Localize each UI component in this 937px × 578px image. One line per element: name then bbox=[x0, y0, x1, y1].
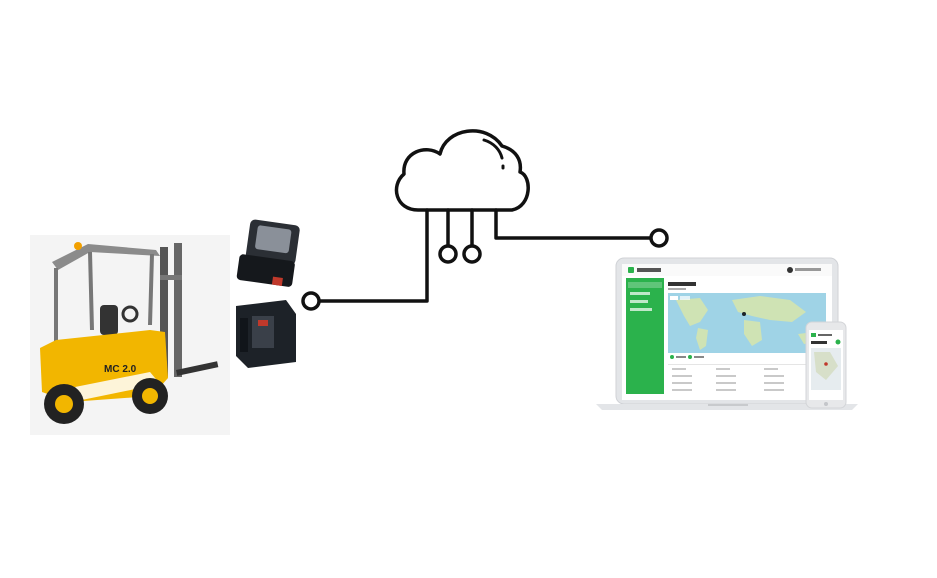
page-subtitle-placeholder bbox=[668, 288, 686, 290]
telematics-devices bbox=[236, 219, 300, 368]
map-landmass-eurasia bbox=[732, 296, 806, 322]
phone-app-wordmark bbox=[818, 334, 832, 336]
app-header bbox=[622, 264, 832, 276]
phone-map-marker bbox=[824, 362, 828, 366]
forklift-seat bbox=[100, 305, 118, 335]
forklift-pillar-mid bbox=[88, 251, 94, 331]
table-cell bbox=[764, 368, 778, 370]
phone-status-dot bbox=[835, 339, 841, 345]
telematics-unit-bottom bbox=[236, 300, 296, 368]
cloud-outline bbox=[394, 129, 530, 212]
forklift-front-hub bbox=[142, 388, 158, 404]
app-logo-wordmark bbox=[637, 268, 661, 272]
cloud-highlight-arc bbox=[482, 138, 504, 160]
forklift-image: MC 2.0 bbox=[30, 235, 230, 435]
forklift-stripe bbox=[60, 372, 160, 402]
phone-map-land bbox=[814, 352, 838, 380]
forklift-fork bbox=[175, 361, 219, 376]
page-title-placeholder bbox=[668, 282, 696, 286]
map-tab bbox=[680, 296, 690, 300]
phone-page-title bbox=[811, 341, 827, 344]
data-table bbox=[668, 364, 826, 391]
phone-home-button bbox=[824, 402, 828, 406]
telematics-unit-bottom-panel bbox=[252, 316, 274, 348]
table-divider bbox=[668, 364, 826, 365]
app-sidebar bbox=[626, 278, 664, 394]
cloud-stub-right-node-icon bbox=[462, 244, 482, 264]
forklift-pillar-front bbox=[148, 253, 154, 326]
table-cell bbox=[716, 389, 736, 391]
telematics-unit-top-led bbox=[271, 276, 283, 286]
dashboard-connector-node-icon bbox=[649, 228, 669, 248]
sidebar-item bbox=[630, 300, 648, 303]
table-cell bbox=[716, 368, 730, 370]
table-cell bbox=[672, 368, 686, 370]
forklift-rear-hub bbox=[55, 395, 73, 413]
table-cell bbox=[672, 375, 692, 377]
device-connector-node-icon bbox=[301, 291, 321, 311]
forklift-model-badge: MC 2.0 bbox=[104, 364, 137, 375]
forklift-mast-bar bbox=[160, 275, 182, 280]
telematics-unit-top bbox=[236, 219, 300, 287]
cloud-to-dashboard-line bbox=[494, 208, 652, 240]
forklift-roof bbox=[52, 244, 160, 270]
telematics-unit-bottom-led bbox=[258, 320, 268, 326]
app-logo-icon bbox=[628, 267, 634, 273]
table-cell bbox=[672, 382, 692, 384]
user-avatar bbox=[787, 267, 793, 273]
forklift-mast-right bbox=[174, 243, 182, 377]
table-cell bbox=[764, 389, 784, 391]
forklift-mast-left bbox=[160, 247, 168, 377]
connection-lines bbox=[318, 208, 652, 303]
map-landmass-africa bbox=[744, 320, 762, 346]
cloud-stub-left-node-icon bbox=[438, 244, 458, 264]
cloud-icon bbox=[394, 129, 530, 212]
table-cell bbox=[716, 382, 736, 384]
user-name-placeholder bbox=[795, 268, 821, 271]
map-tab bbox=[670, 296, 678, 300]
table-cell bbox=[672, 389, 692, 391]
legend-text bbox=[694, 356, 704, 358]
telematics-unit-top-screen bbox=[255, 225, 292, 254]
telematics-unit-bottom-connector bbox=[240, 318, 248, 352]
sidebar-item bbox=[630, 292, 650, 295]
phone-app-logo-icon bbox=[811, 333, 816, 337]
phone-mockup bbox=[805, 321, 847, 409]
sidebar-item-active bbox=[628, 282, 662, 288]
forklift-steering-wheel bbox=[121, 305, 139, 323]
forklift-beacon bbox=[74, 242, 82, 250]
sidebar-item bbox=[630, 308, 652, 311]
legend-dot bbox=[670, 355, 674, 359]
table-cell bbox=[716, 375, 736, 377]
laptop-notch bbox=[708, 404, 748, 406]
map-landmass-americas-south bbox=[696, 328, 708, 350]
map-landmass-americas-north bbox=[676, 298, 708, 326]
device-to-cloud-line bbox=[318, 208, 429, 303]
legend-text bbox=[676, 356, 686, 358]
map-marker bbox=[742, 312, 746, 316]
table-cell bbox=[764, 382, 784, 384]
table-cell bbox=[764, 375, 784, 377]
laptop-base bbox=[596, 404, 858, 410]
legend-dot bbox=[688, 355, 692, 359]
laptop-mockup bbox=[596, 257, 858, 410]
